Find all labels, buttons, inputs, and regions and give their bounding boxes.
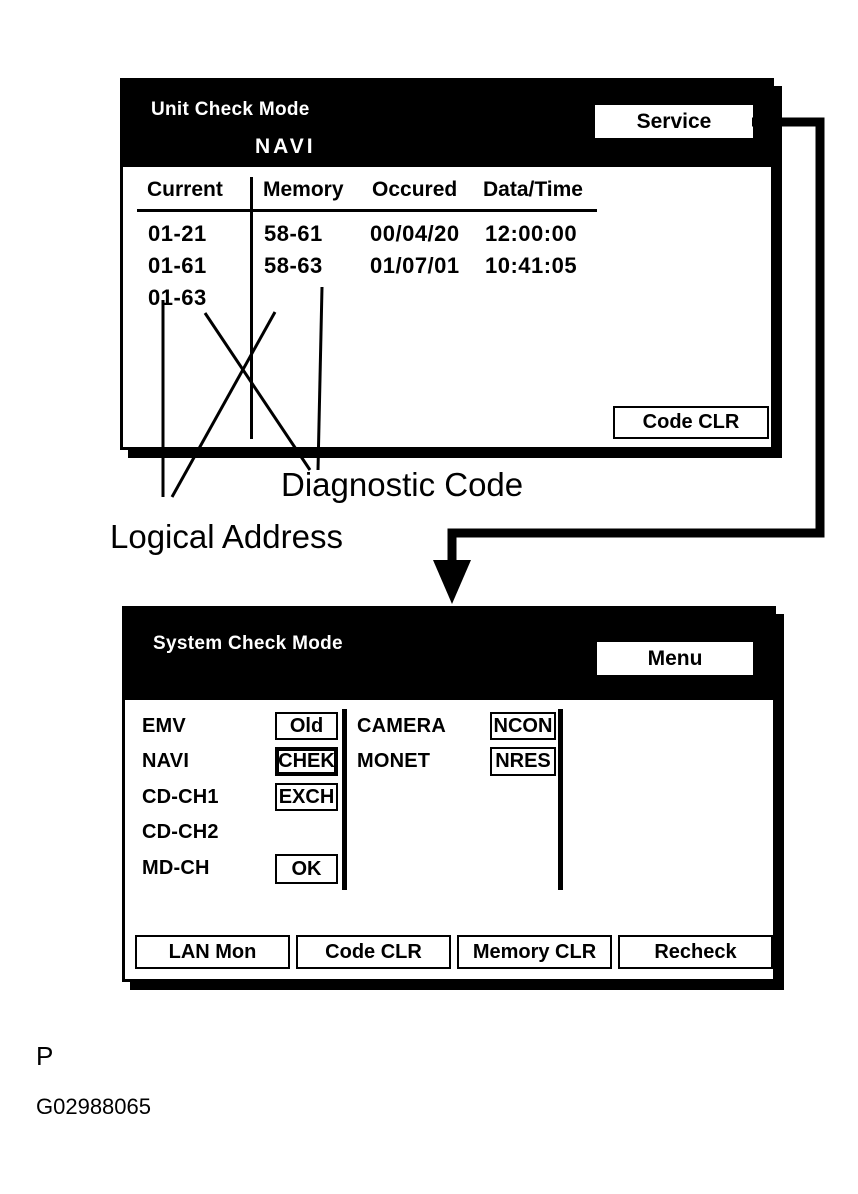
unit-check-subtitle: NAVI bbox=[255, 135, 316, 158]
table-header-occured: Occured bbox=[372, 178, 458, 201]
unit-check-title: Unit Check Mode bbox=[151, 99, 310, 120]
table-row: 01/07/01 bbox=[370, 253, 460, 278]
table-row: 01-21 bbox=[148, 221, 207, 246]
system-item-label: CAMERA bbox=[357, 715, 446, 737]
system-item-label: CD-CH2 bbox=[142, 821, 219, 843]
table-row: 01-61 bbox=[148, 253, 207, 278]
table-column-divider bbox=[250, 177, 253, 439]
system-status-badge: NCON bbox=[490, 712, 556, 740]
system-status-badge: OK bbox=[275, 854, 338, 884]
system-check-panel: System Check Mode Menu EMV NAVI CD-CH1 C… bbox=[122, 606, 776, 982]
table-header-datatime: Data/Time bbox=[483, 178, 583, 201]
system-check-title: System Check Mode bbox=[153, 633, 343, 654]
system-status-badge: NRES bbox=[490, 747, 556, 776]
table-header-current: Current bbox=[147, 178, 223, 201]
table-row: 58-63 bbox=[264, 253, 323, 278]
connector-arrowhead bbox=[433, 560, 471, 604]
recheck-button[interactable]: Recheck bbox=[618, 935, 773, 969]
menu-button[interactable]: Menu bbox=[597, 642, 753, 675]
service-button[interactable]: Service bbox=[595, 105, 753, 138]
table-row: 00/04/20 bbox=[370, 221, 460, 246]
page-marker: P bbox=[36, 1041, 54, 1071]
system-status-badge: CHEK bbox=[275, 747, 338, 776]
system-item-label: NAVI bbox=[142, 750, 190, 772]
table-row: 58-61 bbox=[264, 221, 323, 246]
annotation-logical-address: Logical Address bbox=[110, 518, 343, 555]
memory-clr-button[interactable]: Memory CLR bbox=[457, 935, 612, 969]
table-header-memory: Memory bbox=[263, 178, 344, 201]
system-status-badge: EXCH bbox=[275, 783, 338, 811]
system-status-badge: Old bbox=[275, 712, 338, 740]
system-item-label: MONET bbox=[357, 750, 431, 772]
system-column-divider-2 bbox=[558, 709, 563, 890]
system-item-label: MD-CH bbox=[142, 857, 210, 879]
system-item-label: CD-CH1 bbox=[142, 786, 219, 808]
table-row: 12:00:00 bbox=[485, 221, 578, 246]
table-header-rule bbox=[137, 209, 597, 212]
unit-check-panel: Unit Check Mode NAVI Service Current Mem… bbox=[120, 78, 774, 450]
table-row: 01-63 bbox=[148, 285, 207, 310]
lan-mon-button[interactable]: LAN Mon bbox=[135, 935, 290, 969]
code-clr-button[interactable]: Code CLR bbox=[296, 935, 451, 969]
table-row: 10:41:05 bbox=[485, 253, 578, 278]
code-clr-button[interactable]: Code CLR bbox=[613, 406, 769, 439]
system-item-label: EMV bbox=[142, 715, 186, 737]
system-column-divider-1 bbox=[342, 709, 347, 890]
figure-id: G02988065 bbox=[36, 1094, 151, 1119]
annotation-diagnostic-code: Diagnostic Code bbox=[281, 466, 524, 503]
